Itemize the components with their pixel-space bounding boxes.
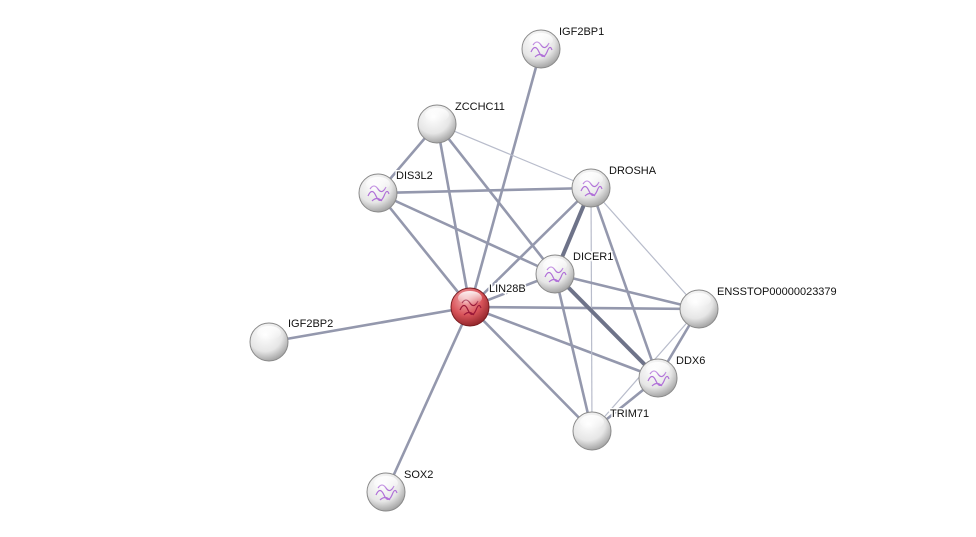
node-highlight <box>579 172 603 186</box>
node-label: ENSSTOP00000023379 <box>717 286 837 298</box>
node-label: IGF2BP1 <box>559 26 604 38</box>
edge-dicer1-ensstop[interactable] <box>554 272 700 311</box>
edge-zcchc11-dicer1[interactable] <box>435 123 557 275</box>
edge-dis3l2-drosha[interactable] <box>377 186 592 195</box>
edge-drosha-ensstop[interactable] <box>590 187 700 310</box>
node-label: IGF2BP2 <box>288 318 333 330</box>
edge-lin28b-trim71[interactable] <box>469 306 593 432</box>
node-highlight <box>366 177 390 191</box>
edge-lin28b-ensstop[interactable] <box>469 305 700 311</box>
edge-lin28b-zcchc11[interactable] <box>435 123 472 308</box>
node-label: TRIM71 <box>610 408 649 420</box>
edge-lin28b-drosha[interactable] <box>469 187 592 308</box>
node-label: DDX6 <box>676 355 705 367</box>
edge-lin28b-sox2[interactable] <box>384 306 472 493</box>
node-highlight <box>687 293 711 307</box>
node-label: LIN28B <box>489 283 526 295</box>
node-dis3l2[interactable]: DIS3L2 <box>358 169 434 213</box>
edge-zcchc11-drosha[interactable] <box>436 123 592 189</box>
node-label: DROSHA <box>609 165 657 177</box>
node-label: DIS3L2 <box>396 170 433 182</box>
edge-lin28b-igf2bp2[interactable] <box>268 305 471 344</box>
node-lin28b[interactable]: LIN28B <box>450 282 527 327</box>
edge-lin28b-dis3l2[interactable] <box>376 192 472 308</box>
edge-dis3l2-dicer1[interactable] <box>377 191 556 276</box>
edge-lin28b-ddx6[interactable] <box>469 305 659 380</box>
node-sox2[interactable]: SOX2 <box>366 468 435 512</box>
node-highlight <box>543 258 567 272</box>
node-zcchc11[interactable]: ZCCHC11 <box>417 100 506 144</box>
node-ddx6[interactable]: DDX6 <box>638 354 707 398</box>
edge-drosha-ddx6[interactable] <box>589 187 660 379</box>
node-highlight <box>257 326 281 340</box>
node-highlight <box>580 415 604 429</box>
node-igf2bp1[interactable]: IGF2BP1 <box>521 25 606 69</box>
edge-dicer1-trim71[interactable] <box>553 273 594 432</box>
node-label: SOX2 <box>404 469 433 481</box>
node-dicer1[interactable]: DICER1 <box>535 250 615 294</box>
node-ensstop[interactable]: ENSSTOP00000023379 <box>679 285 838 329</box>
node-label: ZCCHC11 <box>455 101 505 113</box>
edge-lin28b-igf2bp1[interactable] <box>468 48 543 308</box>
edge-dicer1-ddx6[interactable] <box>553 272 660 380</box>
node-highlight <box>529 33 553 47</box>
node-highlight <box>374 476 398 490</box>
node-highlight <box>425 108 449 122</box>
node-label: DICER1 <box>573 251 613 263</box>
node-highlight <box>458 291 482 305</box>
node-highlight <box>646 362 670 376</box>
node-drosha[interactable]: DROSHA <box>571 164 658 208</box>
node-trim71[interactable]: TRIM71 <box>572 407 651 451</box>
node-igf2bp2[interactable]: IGF2BP2 <box>249 317 335 362</box>
